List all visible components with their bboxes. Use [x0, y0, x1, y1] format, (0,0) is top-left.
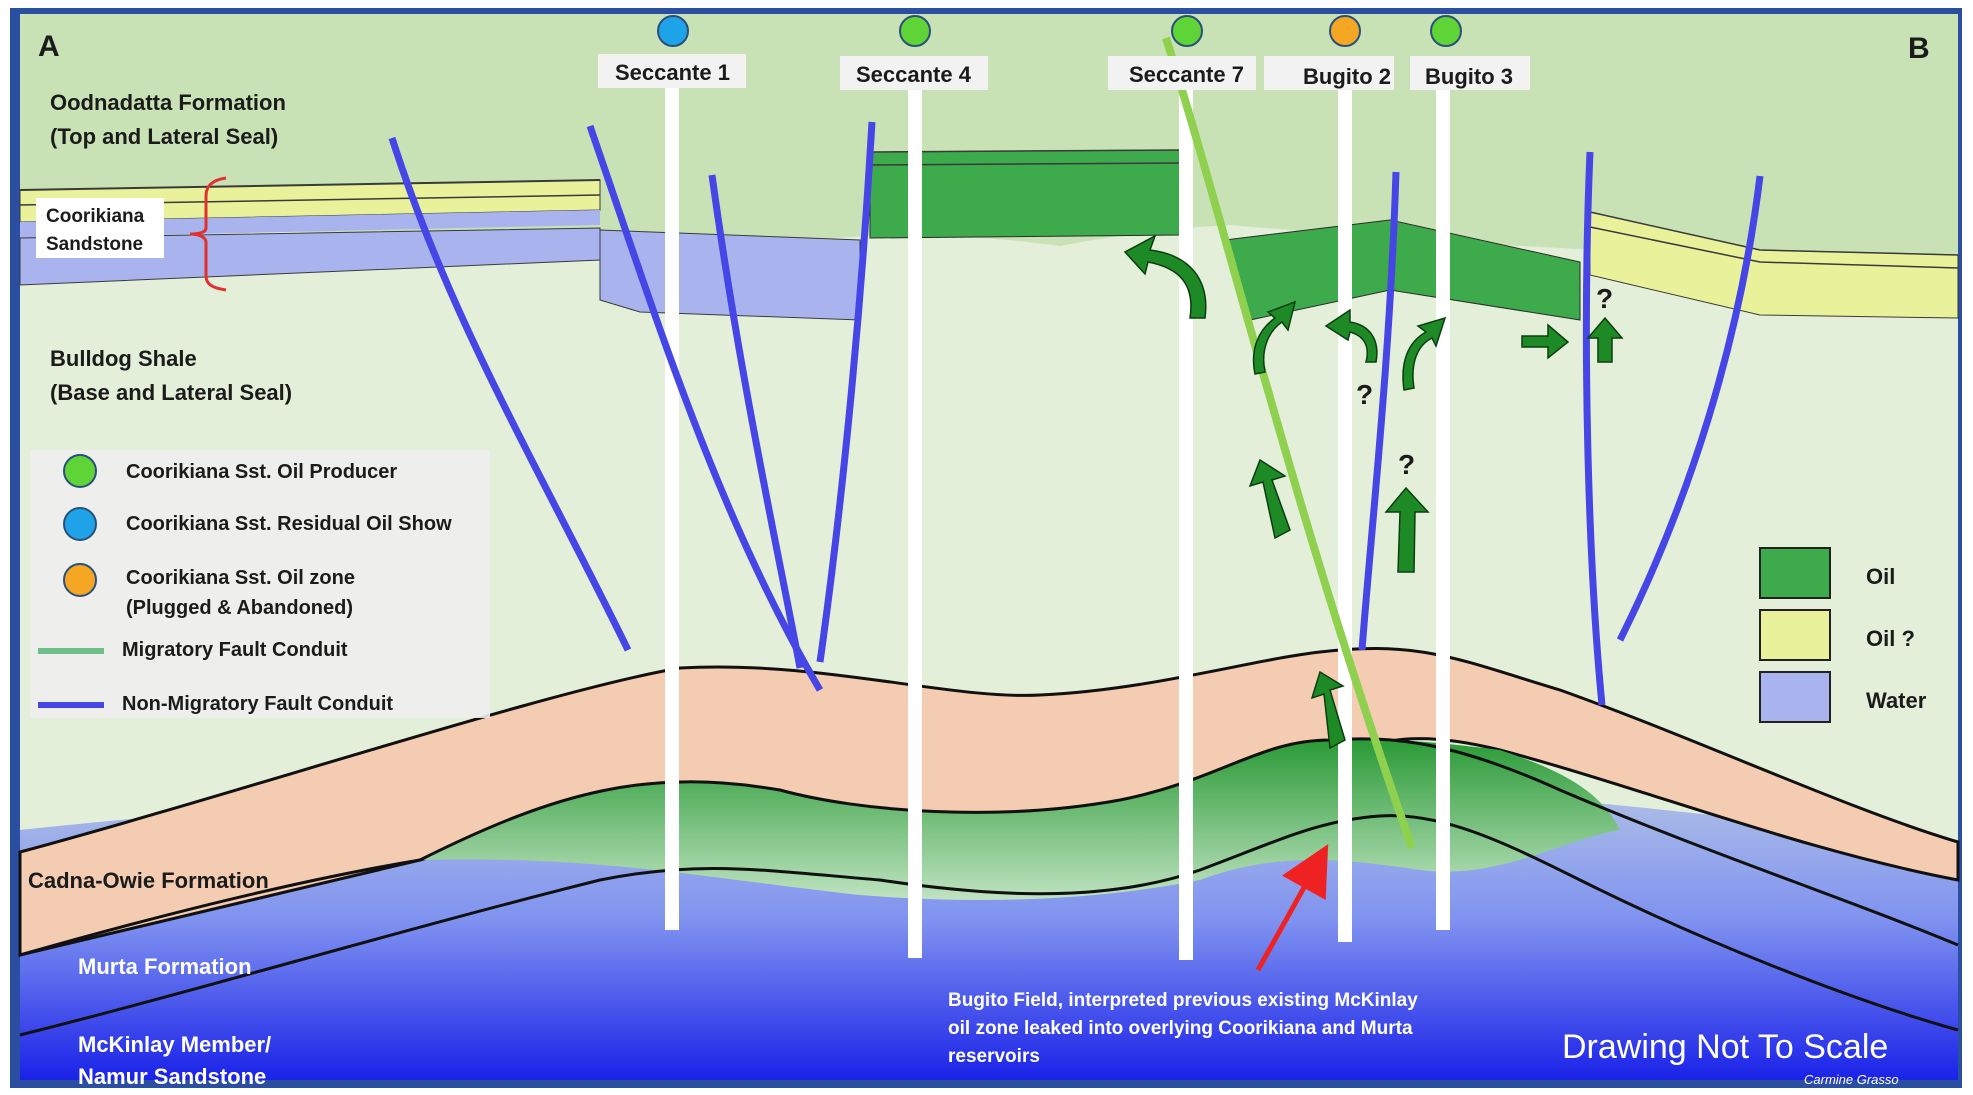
well-status-dot-seccante-4 — [899, 15, 931, 47]
label-mckinlay-sub: Namur Sandstone — [78, 1064, 266, 1089]
arrow-curve-left — [1123, 234, 1207, 319]
mckinlay-top-line — [19, 814, 1959, 1037]
well-name-bugito-3: Bugito 3 — [1425, 64, 1513, 89]
fault-nonmigratory-2 — [586, 124, 824, 692]
fault-nonmigratory-4 — [816, 121, 876, 663]
well-label-box-b3 — [1410, 56, 1530, 90]
well-name-seccante-7: Seccante 7 — [1129, 62, 1244, 87]
annotation-line-3: reservoirs — [948, 1046, 1040, 1067]
arrow-curve-1 — [1252, 300, 1297, 375]
annotation-arrow — [1255, 844, 1329, 972]
legend-producer-label: Coorikiana Sst. Oil Producer — [126, 461, 397, 483]
question-mark-3: ? — [1596, 283, 1613, 314]
legend-left-panel — [30, 450, 490, 718]
wellbore-seccante-1 — [665, 70, 679, 930]
scale-note: Drawing Not To Scale — [1562, 1028, 1888, 1066]
coorikiana-water-left-b — [19, 227, 601, 286]
label-oodnadatta-sub: (Top and Lateral Seal) — [50, 124, 278, 149]
migration-arrows — [1123, 234, 1624, 750]
label-coorikiana-sub: Sandstone — [46, 234, 143, 255]
wellbore-bugito-3 — [1436, 72, 1450, 930]
arrow-up-right — [1586, 316, 1624, 363]
well-label-box-1 — [598, 54, 746, 88]
well-label-box-7 — [1108, 56, 1256, 90]
well-status-dot-seccante-7 — [1171, 15, 1203, 47]
legend-producer-dot — [63, 454, 97, 488]
murta-top-line — [19, 737, 1959, 957]
fault-nonmigratory-7 — [1616, 175, 1764, 642]
well-name-seccante-4: Seccante 4 — [856, 62, 972, 87]
arrow-up-seccante7 — [1248, 458, 1291, 540]
legend-water-label: Water — [1866, 688, 1927, 713]
legend-water-swatch — [1759, 671, 1831, 723]
label-murta: Murta Formation — [78, 954, 252, 979]
wellbore-seccante-7 — [1179, 72, 1193, 960]
coorikiana-label-box — [36, 198, 164, 258]
arrow-curve-3 — [1402, 316, 1447, 391]
legend-oil-label: Oil — [1866, 564, 1895, 589]
wellbore-bugito-2 — [1338, 72, 1352, 942]
legend-nonmigratory-label: Non-Migratory Fault Conduit — [122, 693, 393, 715]
annotation-line-1: Bugito Field, interpreted previous exist… — [948, 990, 1418, 1011]
legend-oilzone-dot — [63, 563, 97, 597]
well-status-dot-bugito-2 — [1329, 15, 1361, 47]
label-mckinlay: McKinlay Member/ — [78, 1032, 271, 1057]
legend-residual-label: Coorikiana Sst. Residual Oil Show — [126, 513, 452, 535]
label-coorikiana: Coorikiana — [46, 206, 145, 227]
well-name-bugito-2: Bugito 2 — [1303, 64, 1391, 89]
arrow-right — [1521, 323, 1570, 360]
author-credit: Carmine Grasso — [1804, 1072, 1899, 1087]
arrow-up-bugito — [1384, 486, 1430, 573]
coorikiana-water-left-a — [20, 210, 600, 238]
legend-oilq-swatch — [1759, 609, 1831, 661]
arrow-curve-2 — [1324, 308, 1378, 363]
fault-nonmigratory-5 — [1358, 171, 1400, 651]
fault-nonmigratory-6 — [1582, 151, 1606, 706]
corner-label-a: A — [38, 30, 60, 63]
legend-oilq-label: Oil ? — [1866, 626, 1915, 651]
annotation-line-2: oil zone leaked into overlying Coorikian… — [948, 1018, 1413, 1039]
well-label-box-4 — [840, 56, 988, 90]
label-oodnadatta: Oodnadatta Formation — [50, 90, 286, 115]
well-status-dot-bugito-3 — [1430, 15, 1462, 47]
arrow-up-murta — [1310, 670, 1346, 750]
legend-migratory-label: Migratory Fault Conduit — [122, 639, 348, 661]
question-mark-2: ? — [1398, 449, 1415, 480]
fault-nonmigratory-1 — [388, 136, 632, 652]
label-cadna-owie: Cadna-Owie Formation — [28, 868, 269, 893]
well-label-box-b2 — [1264, 56, 1394, 90]
question-mark-1: ? — [1356, 379, 1373, 410]
fault-nonmigratory-3 — [708, 174, 804, 669]
legend-residual-dot — [63, 507, 97, 541]
coorikiana-bracket — [189, 176, 227, 292]
label-bulldog-sub: (Base and Lateral Seal) — [50, 380, 292, 405]
wellbore-seccante-4 — [908, 72, 922, 958]
legend-oilzone-label: Coorikiana Sst. Oil zone — [126, 567, 355, 589]
corner-label-b: B — [1908, 32, 1930, 65]
legend-oil-swatch — [1759, 547, 1831, 599]
well-status-dot-seccante-1 — [657, 15, 689, 47]
legend-oilzone-sub: (Plugged & Abandoned) — [126, 597, 353, 619]
well-name-seccante-1: Seccante 1 — [615, 60, 730, 85]
label-bulldog: Bulldog Shale — [50, 346, 197, 371]
fault-migratory — [1162, 36, 1416, 850]
